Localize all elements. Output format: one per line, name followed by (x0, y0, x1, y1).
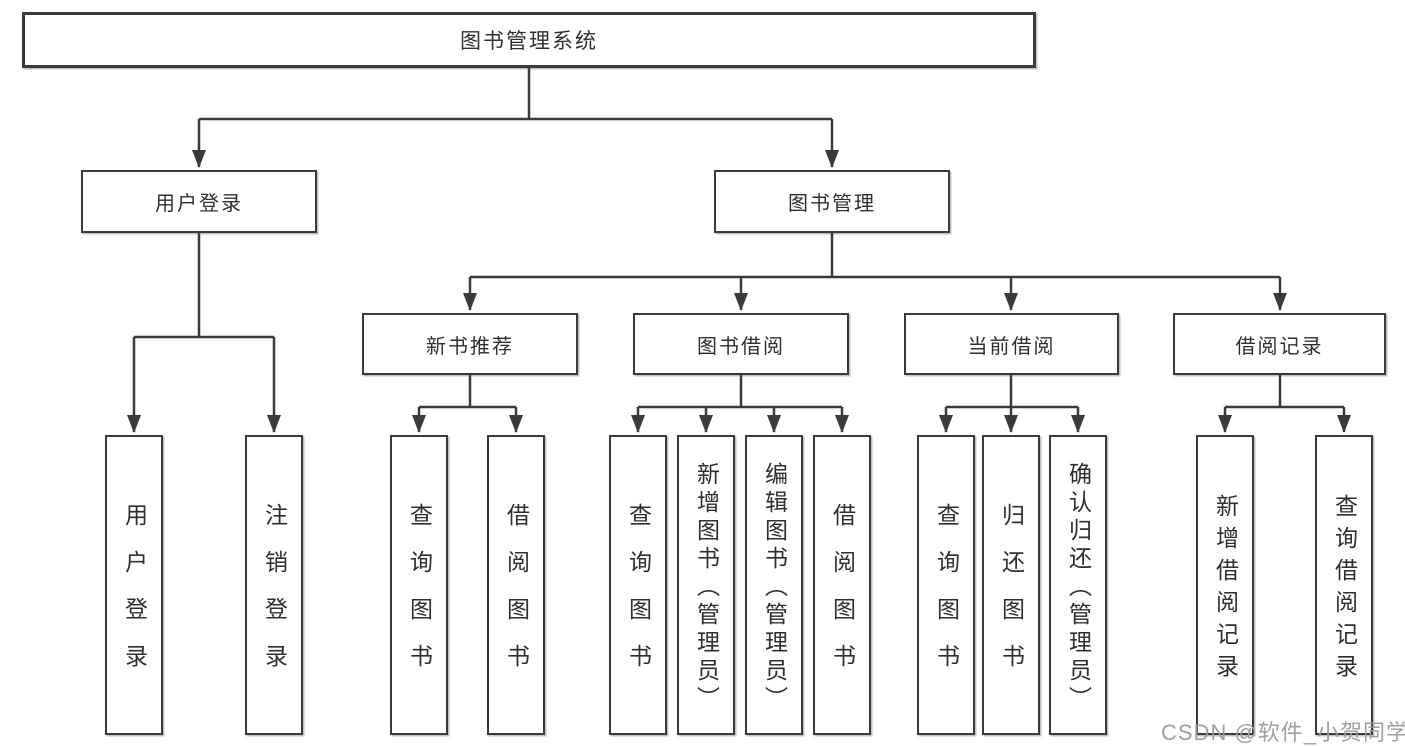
node-book-management: 图书管理 (714, 170, 950, 233)
node-label: 查询借阅记录 (1331, 493, 1358, 686)
leaf-current-query-book: 查询图书 (917, 435, 975, 735)
node-label: 新增借阅记录 (1212, 493, 1239, 686)
node-root: 图书管理系统 (22, 12, 1036, 68)
leaf-recommend-borrow-book: 借阅图书 (487, 435, 545, 735)
leaf-recommend-query-book: 查询图书 (390, 435, 448, 735)
book-borrowing-branch-lines (631, 375, 849, 433)
node-user-login: 用户登录 (81, 170, 317, 233)
node-new-book-recommendation: 新书推荐 (362, 313, 578, 375)
node-label: 借阅记录 (1235, 335, 1324, 358)
node-label: 图书借阅 (697, 335, 785, 358)
node-label: 用户登录 (121, 503, 148, 691)
node-label: 归还图书 (998, 503, 1025, 691)
leaf-current-return-book: 归还图书 (982, 435, 1040, 735)
node-label: 借阅图书 (829, 503, 856, 691)
user-login-branch-lines (127, 233, 281, 433)
leaf-borrowing-query-book: 查询图书 (609, 435, 667, 735)
borrowing-records-branch-lines (1218, 375, 1351, 433)
node-label: 确认归还（管理员） (1065, 461, 1092, 714)
leaf-logout: 注销登录 (245, 435, 303, 735)
node-label: 用户登录 (155, 193, 243, 215)
root-branch-lines (192, 66, 839, 168)
leaf-borrowing-edit-book-admin: 编辑图书（管理员） (745, 435, 803, 735)
node-label: 新增图书（管理员） (693, 461, 720, 714)
leaf-user-login: 用户登录 (105, 435, 163, 735)
node-current-borrowing: 当前借阅 (904, 313, 1119, 375)
csdn-watermark: CSDN @软件_小贺同学 (1161, 720, 1405, 745)
node-label: 查询图书 (406, 503, 433, 691)
node-label: 图书管理 (788, 193, 876, 215)
new-book-branch-lines (412, 375, 523, 433)
node-book-borrowing: 图书借阅 (633, 313, 849, 375)
node-label: 查询图书 (625, 503, 652, 691)
leaf-current-confirm-return-admin: 确认归还（管理员） (1049, 435, 1107, 735)
node-label: 新书推荐 (426, 335, 514, 358)
book-management-branch-lines (463, 233, 1287, 311)
leaf-records-add-record: 新增借阅记录 (1196, 435, 1254, 735)
node-borrowing-records: 借阅记录 (1173, 313, 1386, 375)
node-label: 注销登录 (261, 503, 288, 691)
node-label: 图书管理系统 (460, 30, 598, 53)
leaf-records-query-record: 查询借阅记录 (1315, 435, 1373, 735)
node-label: 查询图书 (933, 503, 960, 691)
node-label: 当前借阅 (967, 335, 1056, 358)
leaf-borrowing-borrow-book: 借阅图书 (813, 435, 871, 735)
current-borrowing-branch-lines (939, 375, 1085, 433)
leaf-borrowing-add-book-admin: 新增图书（管理员） (677, 435, 735, 735)
node-label: 编辑图书（管理员） (761, 461, 788, 714)
node-label: 借阅图书 (503, 503, 530, 691)
